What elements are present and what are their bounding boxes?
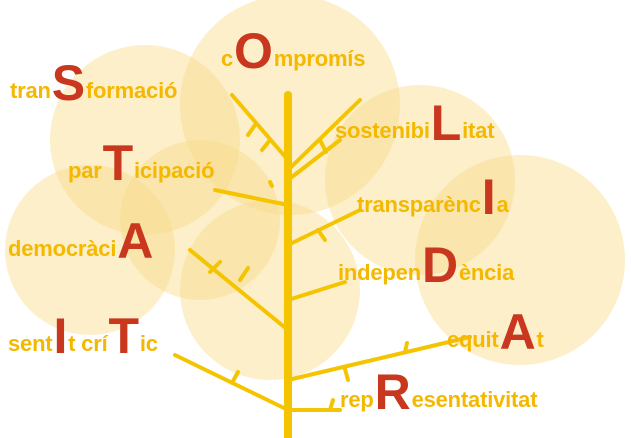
word-prefix: par: [68, 158, 102, 183]
word-participacio: parTicipació: [68, 135, 215, 191]
highlight-letter: A: [499, 304, 536, 360]
twig: [343, 367, 350, 382]
twig: [230, 370, 240, 385]
word-suffix: itat: [462, 118, 495, 143]
branch: [286, 208, 362, 247]
foliage-blob: [415, 155, 625, 365]
word-prefix: democràci: [8, 236, 117, 261]
word-suffix: t: [536, 327, 544, 352]
branch: [188, 248, 290, 332]
twig: [328, 398, 335, 412]
highlight-letter: D: [421, 237, 458, 293]
foliage-blob: [180, 200, 360, 380]
word-representativitat: repResentativitat: [340, 364, 538, 420]
highlight-letter: S: [51, 55, 85, 111]
twig: [246, 123, 257, 137]
twig: [260, 138, 272, 152]
highlight-letter: O: [234, 23, 273, 79]
word-prefix: indepen: [338, 260, 421, 285]
foliage-blob: [325, 85, 515, 275]
word-suffix: formació: [85, 78, 178, 103]
word-suffix: a: [496, 192, 509, 217]
highlight-letter: I: [53, 308, 68, 364]
word-independencia: indepenDència: [338, 237, 515, 293]
word-prefix: sostenibi: [335, 118, 430, 143]
highlight-letter-2: T: [108, 308, 140, 364]
highlight-letter: A: [117, 213, 154, 269]
highlight-letter: T: [102, 135, 134, 191]
branch: [213, 188, 290, 207]
word-transparencia: transparèncIa: [357, 169, 509, 225]
word-suffix: ència: [458, 260, 515, 285]
foliage-blobs: [5, 0, 625, 380]
word-suffix: esentativitat: [411, 387, 538, 412]
word-prefix: tran: [10, 78, 51, 103]
twig: [208, 260, 222, 274]
word-sentit-critic: sentIt críTic: [8, 308, 158, 364]
twig: [316, 228, 327, 242]
word-sostenibilitat: sostenibiLitat: [335, 95, 495, 151]
word-prefix: sent: [8, 331, 53, 356]
word-suffix: icipació: [133, 158, 215, 183]
tree-branches: [173, 91, 472, 438]
twig: [268, 180, 274, 188]
highlight-letter: R: [374, 364, 411, 420]
branch: [286, 98, 362, 172]
twig: [403, 341, 409, 354]
branch: [286, 138, 342, 182]
foliage-blob: [50, 45, 240, 235]
foliage-blob: [5, 165, 175, 335]
twig: [318, 138, 328, 154]
word-middle: t crí: [68, 331, 108, 356]
highlight-letter: I: [481, 169, 496, 225]
branch: [286, 280, 347, 302]
foliage-blob: [120, 140, 280, 300]
word-compromis: cOmpromís: [221, 23, 366, 79]
highlight-letter: L: [430, 95, 462, 151]
word-prefix: rep: [340, 387, 374, 412]
branch: [286, 335, 472, 382]
word-suffix: ic: [139, 331, 158, 356]
word-suffix: mpromís: [273, 46, 366, 71]
word-democracia: democràciA: [8, 213, 154, 269]
word-equitat: equitAt: [447, 304, 544, 360]
word-prefix: equit: [447, 327, 499, 352]
branch: [230, 93, 290, 162]
word-prefix: c: [221, 46, 234, 71]
word-transformacio: tranSformació: [10, 55, 178, 111]
word-prefix: transparènc: [357, 192, 481, 217]
twig: [238, 266, 250, 282]
